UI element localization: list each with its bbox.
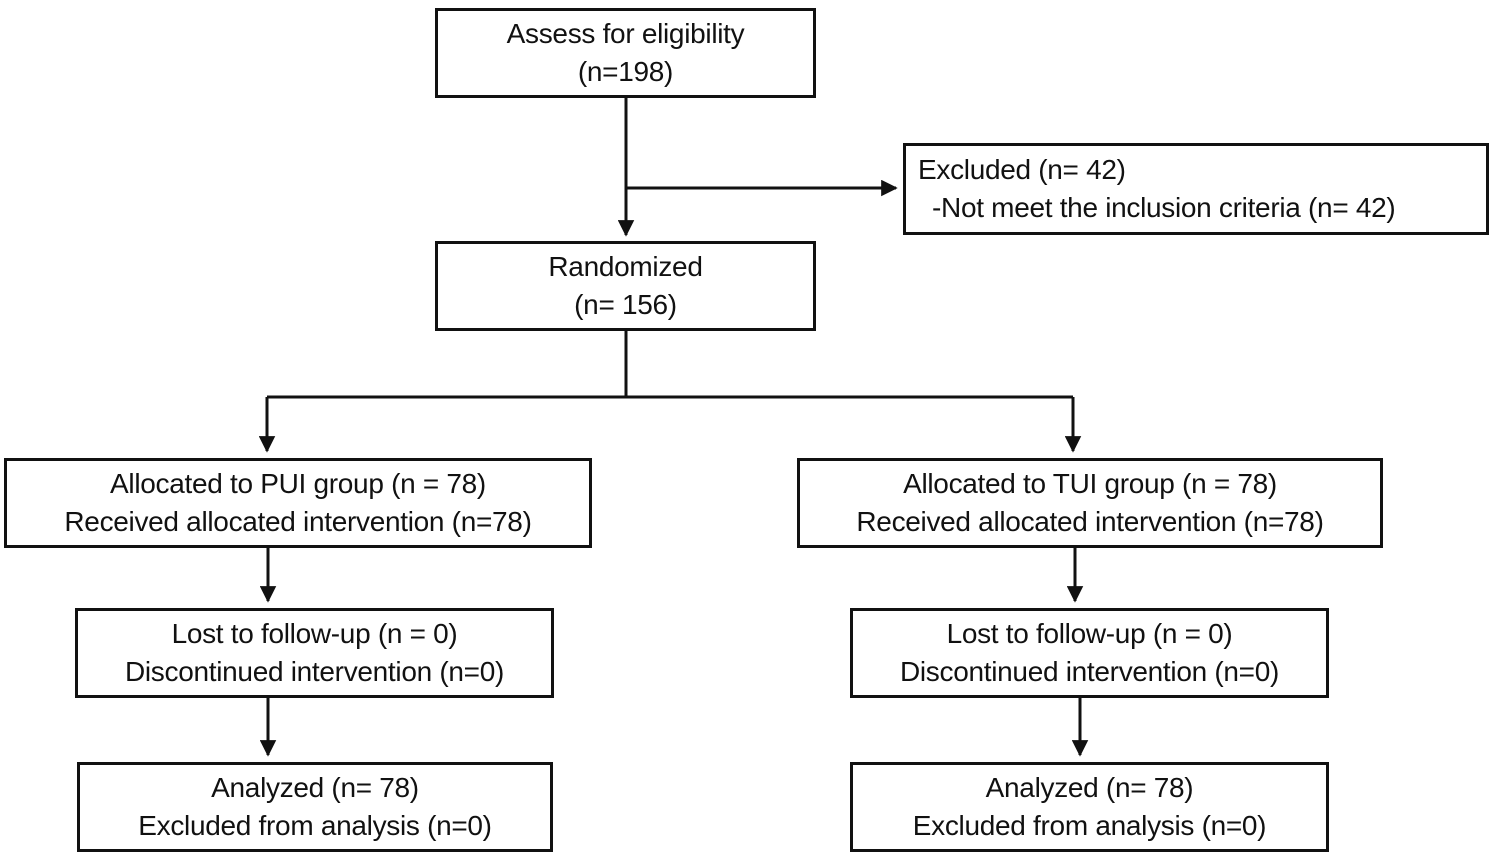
tui-allocation-line1: Allocated to TUI group (n = 78) [903,468,1277,499]
pui-followup-line2: Discontinued intervention (n=0) [124,656,505,687]
pui-analysis-line1: Analyzed (n= 78) [211,772,419,803]
pui-allocation-line2: Received allocated intervention (n=78) [64,506,532,537]
tui-analysis-box: Analyzed (n= 78) Excluded from analysis … [850,762,1329,852]
eligibility-line1: Assess for eligibility [506,18,745,49]
eligibility-box: Assess for eligibility (n=198) [435,8,816,98]
tui-analysis-line2: Excluded from analysis (n=0) [912,810,1267,841]
pui-allocation-line1: Allocated to PUI group (n = 78) [110,468,486,499]
pui-allocation-box: Allocated to PUI group (n = 78) Received… [4,458,592,548]
tui-followup-box: Lost to follow-up (n = 0) Discontinued i… [850,608,1329,698]
randomized-line1: Randomized [548,251,703,282]
randomized-box: Randomized (n= 156) [435,241,816,331]
tui-followup-line1: Lost to follow-up (n = 0) [946,618,1233,649]
pui-followup-line1: Lost to follow-up (n = 0) [171,618,458,649]
pui-analysis-line2: Excluded from analysis (n=0) [138,810,492,841]
pui-followup-box: Lost to follow-up (n = 0) Discontinued i… [75,608,554,698]
pui-analysis-box: Analyzed (n= 78) Excluded from analysis … [77,762,553,852]
eligibility-line2: (n=198) [577,56,674,87]
excluded-line1: Excluded (n= 42) [918,154,1126,185]
tui-followup-line2: Discontinued intervention (n=0) [899,656,1280,687]
excluded-box: Excluded (n= 42) -Not meet the inclusion… [903,143,1489,235]
tui-allocation-line2: Received allocated intervention (n=78) [856,506,1324,537]
randomized-line2: (n= 156) [574,289,677,320]
tui-analysis-line1: Analyzed (n= 78) [985,772,1194,803]
excluded-line2: -Not meet the inclusion criteria (n= 42) [932,192,1396,223]
tui-allocation-box: Allocated to TUI group (n = 78) Received… [797,458,1383,548]
